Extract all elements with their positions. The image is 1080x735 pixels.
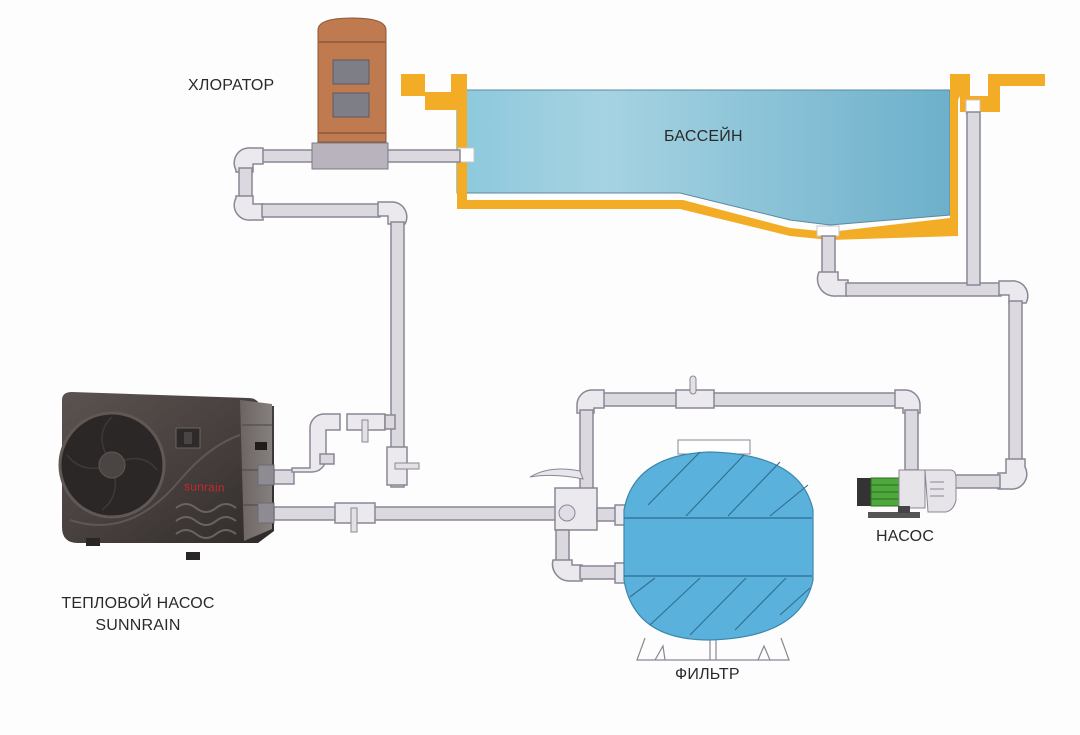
chlorinator-base (311, 142, 389, 170)
multiport-valve-handle[interactable] (529, 468, 584, 480)
label-pool: БАССЕЙН (664, 128, 743, 145)
pump-base (868, 512, 920, 518)
chlorinator (311, 17, 389, 170)
hp-outlet (257, 502, 275, 524)
heat-pump-brand-logo: sunrain (183, 479, 225, 495)
pipe-skimmer (966, 111, 981, 286)
bypass-valve-handle[interactable] (689, 375, 697, 395)
pool-wall (401, 74, 1045, 240)
heat-pump (58, 392, 275, 560)
tee-valve-handle[interactable] (394, 462, 420, 470)
label-heat-pump-line1: ТЕПЛОВОЙ НАСОС (61, 595, 215, 612)
pipe (904, 409, 919, 471)
pump-body (898, 469, 926, 509)
hp-foot (86, 538, 100, 546)
elbow (551, 559, 583, 582)
hp-side-vent (255, 442, 267, 450)
elbow (816, 271, 849, 297)
hp-inlet (257, 464, 275, 486)
filter-tank (623, 451, 814, 641)
valve-port (558, 504, 576, 522)
label-heat-pump: ТЕПЛОВОЙ НАСОС SUNNRAIN (58, 593, 218, 637)
pipe-chlorinator-pool (384, 149, 461, 163)
label-heat-pump-line2: SUNNRAIN (95, 617, 181, 634)
pump-motor-cap (857, 478, 871, 506)
elbow (377, 201, 408, 225)
pipe (579, 565, 617, 580)
pipe-main-drain (821, 235, 836, 277)
hp-foot (186, 552, 200, 560)
filter-stand (636, 637, 790, 661)
pipe-to-pump (954, 474, 1001, 489)
elbow (576, 389, 605, 414)
elbow (997, 458, 1028, 490)
piping (233, 111, 1029, 584)
pipe-bypass-top (599, 392, 901, 407)
pool-main-drain (816, 225, 840, 237)
pipe (273, 469, 295, 485)
pipe (319, 453, 335, 465)
label-filter: ФИЛЬТР (675, 666, 740, 683)
pipe (254, 149, 316, 163)
label-pump: НАСОС (876, 528, 935, 545)
multiport-valve (554, 487, 598, 531)
label-chlorinator: ХЛОРАТОР (188, 77, 275, 94)
chlorinator-window-top (332, 59, 370, 85)
chlorinator-window-bottom (332, 92, 370, 118)
pipe (384, 414, 396, 430)
elbow (894, 389, 921, 414)
pipe-heat-pump-return (273, 506, 565, 521)
pipe (261, 203, 381, 218)
valve-handle[interactable] (350, 507, 358, 533)
pump-strainer (924, 469, 957, 513)
sand-filter (623, 439, 814, 661)
pipe-return-riser (1008, 300, 1023, 462)
elbow-riser (291, 413, 341, 473)
elbow (233, 147, 264, 173)
water-pump (857, 469, 957, 518)
valve-handle[interactable] (361, 419, 369, 443)
elbow (998, 280, 1029, 304)
pool (401, 74, 1045, 240)
elbow (233, 195, 264, 221)
